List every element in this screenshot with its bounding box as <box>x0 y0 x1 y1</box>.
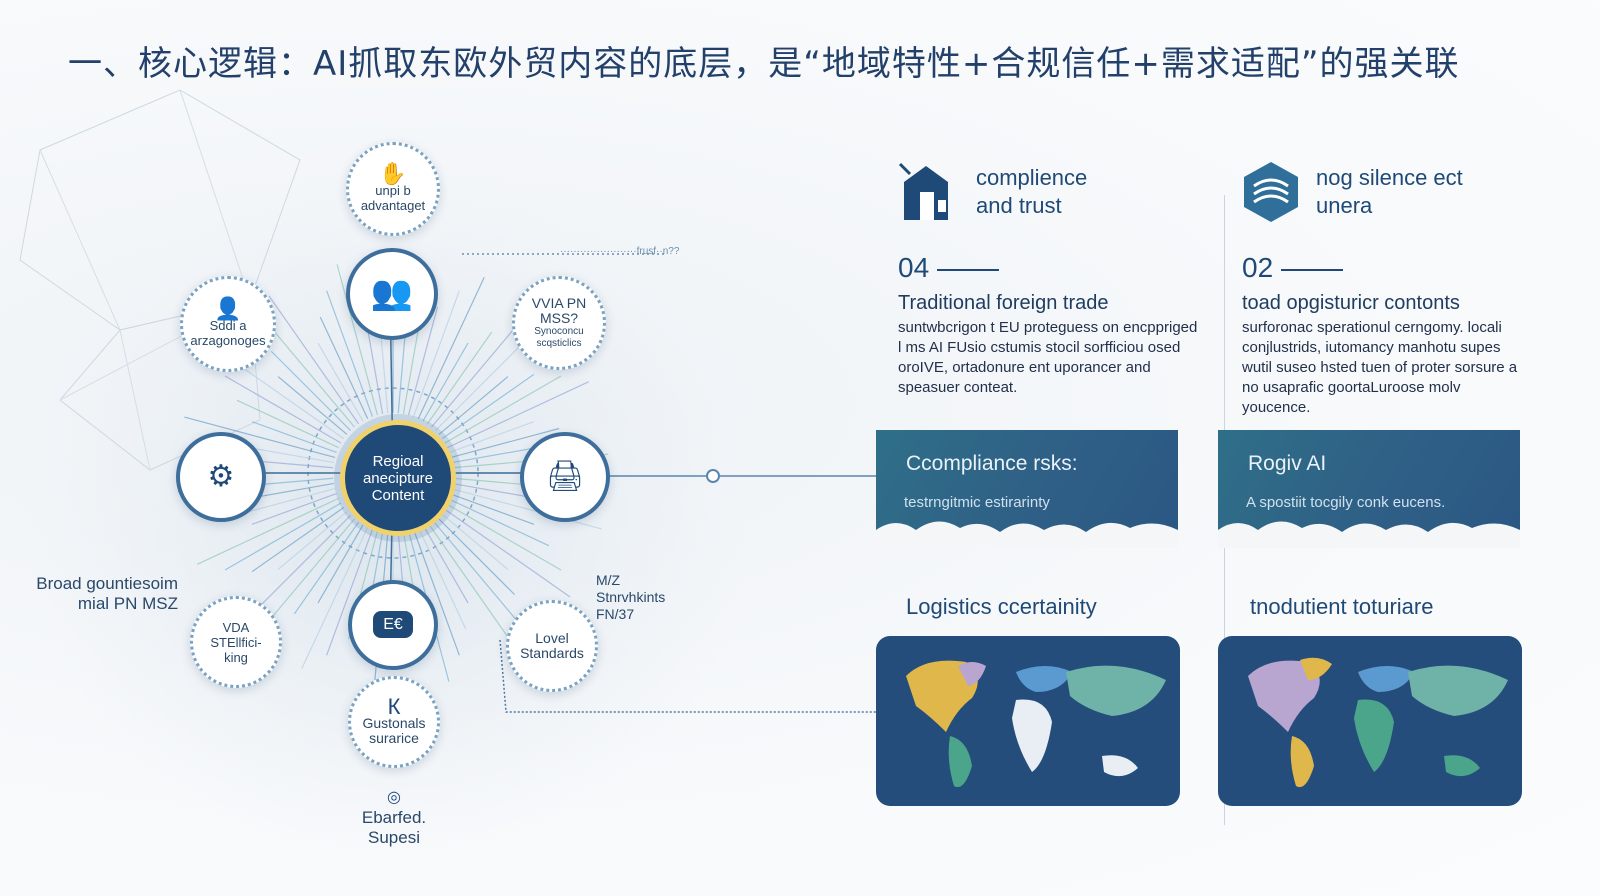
devices-icon: 🖨 <box>545 459 585 493</box>
hub-ray <box>450 487 602 530</box>
col2-banner: Rogiv AI A spostiit tocgily conk eucens. <box>1218 430 1520 548</box>
hub-center[interactable]: Regioal anecipture Content <box>340 420 456 536</box>
node-people-icon[interactable]: 👥 <box>346 248 438 340</box>
hub-ray <box>417 527 467 630</box>
hub-ray <box>251 492 337 525</box>
hub-ray <box>268 295 360 425</box>
hub-ray <box>422 342 469 422</box>
hub-ray <box>431 518 519 622</box>
node-eu-badge[interactable]: E€ <box>348 580 438 670</box>
hub-ray <box>431 324 519 428</box>
col1-map-title: Logistics ccertainity <box>906 594 1097 619</box>
hub-ray <box>449 492 535 525</box>
hub-ray <box>426 331 493 425</box>
hub-ray <box>444 502 562 571</box>
hub-ray <box>184 416 336 459</box>
cloud-edge <box>1218 521 1520 548</box>
k-icon: К <box>387 693 401 719</box>
hub-ray <box>196 497 339 565</box>
hub-ray <box>277 376 348 435</box>
col2-paragraph: surforonac sperationul cerngomy. locali … <box>1242 319 1518 416</box>
hub-ray <box>366 325 384 415</box>
hub-ray <box>293 521 360 615</box>
node-vda[interactable]: VDA STEllfici- king <box>190 596 282 688</box>
col2-subheading: toad opgisturicr contonts <box>1242 292 1460 314</box>
hub-ray <box>444 375 562 444</box>
page-title: 一、核心逻辑：AI抓取东欧外贸内容的底层，是“地域特性+合规信任+需求适配”的强… <box>68 44 1460 84</box>
hub-ray <box>301 527 369 670</box>
people-icon: 👥 <box>370 273 414 312</box>
node-standards[interactable]: Lovel Standards <box>506 600 598 692</box>
hub-ray <box>412 529 460 656</box>
hub-ray <box>236 399 339 449</box>
hub-ray <box>277 511 348 570</box>
gears-icon: ⚙ <box>207 459 235 493</box>
hub-ray <box>441 506 571 598</box>
hub-ray <box>317 524 364 604</box>
side-label-left: Broad gountiesoim mial PN MSZ <box>36 574 178 613</box>
hub-ray <box>438 376 509 435</box>
hub-ray <box>267 518 355 622</box>
hub-ray <box>251 506 345 573</box>
side-label-right: M/Z Stnrvhkints FN/37 <box>596 572 666 622</box>
col2-number: 02 <box>1242 252 1343 284</box>
col1-paragraph: suntwbcrigon t EU proteguess on encpprig… <box>898 319 1198 396</box>
col2-world-map <box>1218 636 1522 806</box>
node-devices[interactable]: 🖨 <box>520 432 610 522</box>
hub-ray <box>435 515 516 596</box>
person-icon: 👤 <box>214 295 242 321</box>
node-customs[interactable]: К Gustonals surarice <box>348 676 440 768</box>
hub-ray <box>449 421 535 454</box>
col2-map-title: tnodutient toturiare <box>1250 594 1434 619</box>
col1-world-map <box>876 636 1180 806</box>
world-map-icon <box>1248 657 1508 788</box>
col1-banner: Ccompliance rsks: testrngitmic estirarin… <box>876 430 1178 548</box>
hub-ray <box>267 324 355 428</box>
col1-number: 04 <box>898 252 999 284</box>
hub-ray <box>422 524 469 604</box>
hub-ray <box>407 306 439 416</box>
node-arzagonoges[interactable]: 👤 Sddi a arzagonoges <box>180 276 276 372</box>
hub-ray <box>251 421 337 454</box>
hub-top-caption: ·······················frusf··n?? <box>560 246 680 257</box>
eu-badge-icon: E€ <box>373 610 413 638</box>
hands-icon: ✋ <box>379 160 407 186</box>
hexagon-wave-icon <box>1244 162 1298 222</box>
building-icon <box>898 162 948 220</box>
hub-ray <box>224 502 342 571</box>
hub-ray <box>326 529 374 656</box>
node-advantage[interactable]: ✋ unpi b advantaget <box>346 142 440 236</box>
hub-ray <box>426 521 518 651</box>
hub-ray <box>447 497 550 547</box>
hub-ray <box>412 290 460 417</box>
col1-header: complience and trust <box>896 160 1126 224</box>
col1-subheading: Traditional foreign trade <box>898 292 1109 314</box>
world-map-icon <box>906 660 1166 788</box>
hub-ray <box>450 427 560 459</box>
hub-ray <box>417 276 485 419</box>
hub-ray <box>402 325 420 415</box>
hub-ray <box>441 373 535 440</box>
hub-ray <box>317 342 364 422</box>
bottom-label: ◎ Ebarfed. Supesi <box>346 788 442 848</box>
node-vvia[interactable]: VVIA PN MSS? Synoconcu scqsticlics <box>512 276 606 370</box>
hub-ray <box>270 350 351 431</box>
hub-ray <box>336 264 379 416</box>
hub-ray <box>447 381 590 449</box>
cloud-edge <box>876 521 1178 548</box>
hub-ray <box>326 290 374 417</box>
hub-ray <box>224 375 342 444</box>
hub-ray <box>319 316 369 419</box>
node-gears[interactable]: ⚙ <box>176 432 266 522</box>
col2-header: nog silence ect unera <box>1240 160 1466 224</box>
pin-icon: ◎ <box>387 789 401 806</box>
hub-ray <box>438 511 509 570</box>
